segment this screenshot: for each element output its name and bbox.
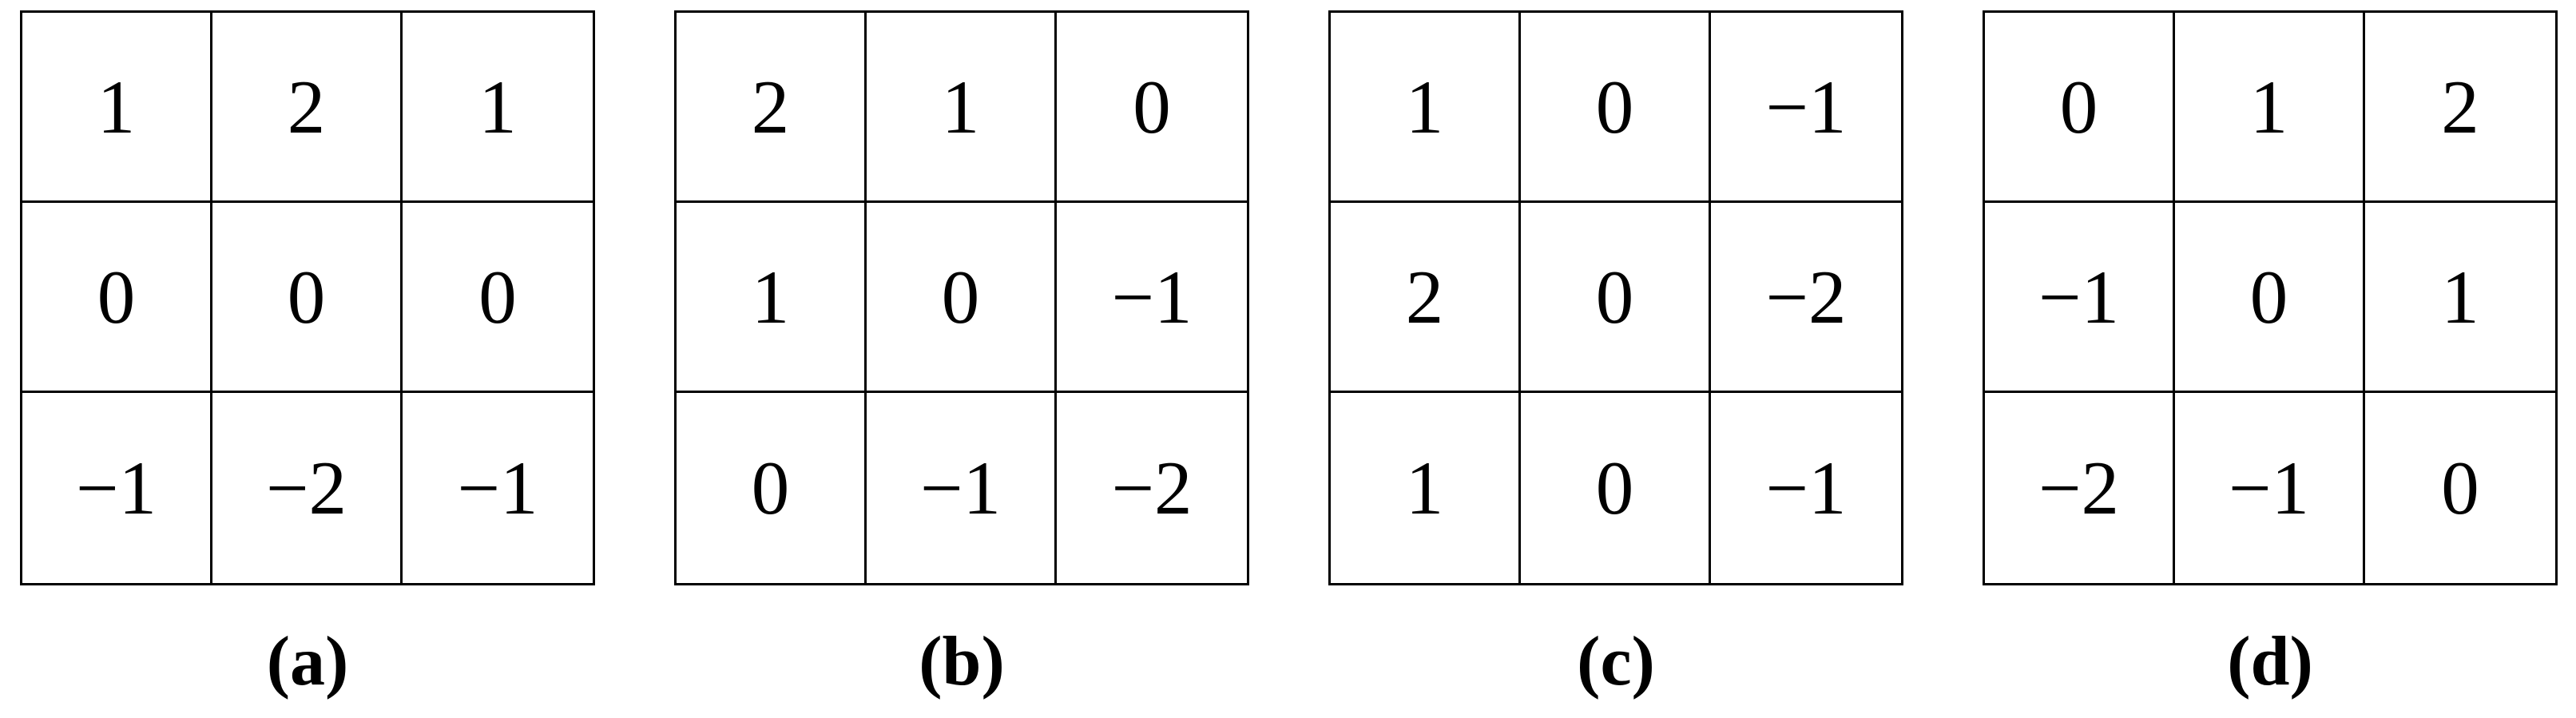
matrix-cell: −2 — [212, 393, 403, 583]
matrix-cell: 1 — [1331, 393, 1521, 583]
matrix-cell: 1 — [1331, 13, 1521, 203]
matrix-cell: 0 — [212, 203, 403, 393]
matrix-cell: 0 — [2441, 446, 2479, 530]
panel-label-a: (a) — [266, 623, 349, 700]
matrix-cell: −2 — [1111, 446, 1193, 530]
matrix-cell: −1 — [22, 393, 212, 583]
panel-label-d: (d) — [2227, 623, 2313, 700]
matrix-cell: 1 — [2175, 13, 2365, 203]
matrix-cell: 0 — [1521, 203, 1711, 393]
matrix-cell: 0 — [403, 203, 593, 393]
matrix-cell: −1 — [1057, 203, 1247, 393]
matrix-cell: 1 — [403, 13, 593, 203]
matrix-cell: −1 — [457, 446, 538, 530]
matrix-cell: 1 — [867, 13, 1057, 203]
matrix-cell: 0 — [2175, 203, 2365, 393]
matrix-cell: −2 — [1985, 393, 2175, 583]
matrix-cell: 1 — [2365, 203, 2555, 393]
matrix-cell: −1 — [2175, 393, 2365, 583]
matrix-cell: 2 — [1331, 203, 1521, 393]
matrix-cell: −1 — [867, 393, 1057, 583]
matrix-cell: 2 — [2365, 13, 2555, 203]
matrix-cell: 1 — [22, 13, 212, 203]
matrix-cell: 0 — [867, 203, 1057, 393]
matrix-cell: 2 — [677, 13, 867, 203]
matrix-cell: 0 — [1521, 393, 1711, 583]
matrix-cell: 0 — [1985, 13, 2175, 203]
panel-label-c: (c) — [1577, 623, 1655, 700]
panel-label-b: (b) — [919, 623, 1005, 700]
matrix-cell: −1 — [1765, 446, 1847, 530]
matrix-cell: 0 — [22, 203, 212, 393]
matrix-cell: 0 — [677, 393, 867, 583]
matrix-cell: −1 — [1711, 13, 1901, 203]
matrix-cell: 0 — [1521, 13, 1711, 203]
matrix-cell: 0 — [1057, 13, 1247, 203]
matrix-cell: 1 — [677, 203, 867, 393]
matrix-cell: 2 — [212, 13, 403, 203]
matrix-cell: −2 — [1711, 203, 1901, 393]
matrix-cell: −1 — [1985, 203, 2175, 393]
